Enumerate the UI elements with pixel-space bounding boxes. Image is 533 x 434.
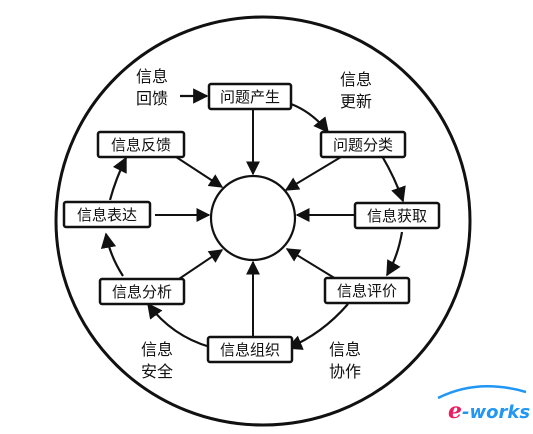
radial-arrows [155,108,355,338]
node-info-express: 信息表达 [62,200,152,229]
node-label: 信息获取 [367,207,427,225]
outer-circle [54,15,472,427]
arc-classify-to-acquire [381,155,406,203]
arc-acquire-to-evaluate [386,231,404,277]
node-problem-classify: 问题分类 [319,130,407,159]
node-label: 问题分类 [333,136,393,154]
ray-evaluate [285,248,342,283]
logo-works: -works [462,402,530,423]
node-problem-generate: 问题产生 [207,82,293,111]
e-works-logo: e -works [437,384,530,424]
ray-feedback [169,152,224,188]
node-info-acquire: 信息获取 [353,201,441,230]
outer-label-bottom-left-2: 安全 [141,362,173,381]
outer-label-top-left-1: 信息 [136,67,168,86]
outer-label-top-left-2: 回馈 [136,89,168,108]
logo-e: e [448,398,462,424]
node-info-feedback: 信息反馈 [96,130,186,159]
ray-classify [284,156,342,191]
node-label: 信息分析 [112,283,172,301]
node-label: 信息表达 [77,206,137,224]
arc-analyze-to-express [100,232,124,277]
arc-organize-to-analyze [147,302,211,349]
node-label: 信息反馈 [111,136,171,154]
node-label: 信息组织 [220,341,280,359]
node-info-evaluate: 信息评价 [323,276,411,305]
logo-swoosh [437,384,527,400]
outer-label-bottom-right-2: 协作 [329,362,361,381]
node-info-analyze: 信息分析 [98,277,186,306]
arc-express-to-feedback [108,156,127,201]
outer-label-bottom-right-1: 信息 [329,340,361,359]
arc-problem-to-classify [290,102,329,134]
outer-label-top-right-2: 更新 [340,92,372,111]
cycle-arrows [100,88,406,350]
node-label: 问题产生 [220,88,280,106]
node-label: 信息评价 [337,282,397,300]
outer-label-top-right-1: 信息 [340,70,372,89]
outer-label-bottom-left-1: 信息 [141,340,173,359]
node-info-organize: 信息组织 [206,335,294,364]
center-circle [209,174,297,262]
arc-evaluate-to-organize [286,303,349,350]
